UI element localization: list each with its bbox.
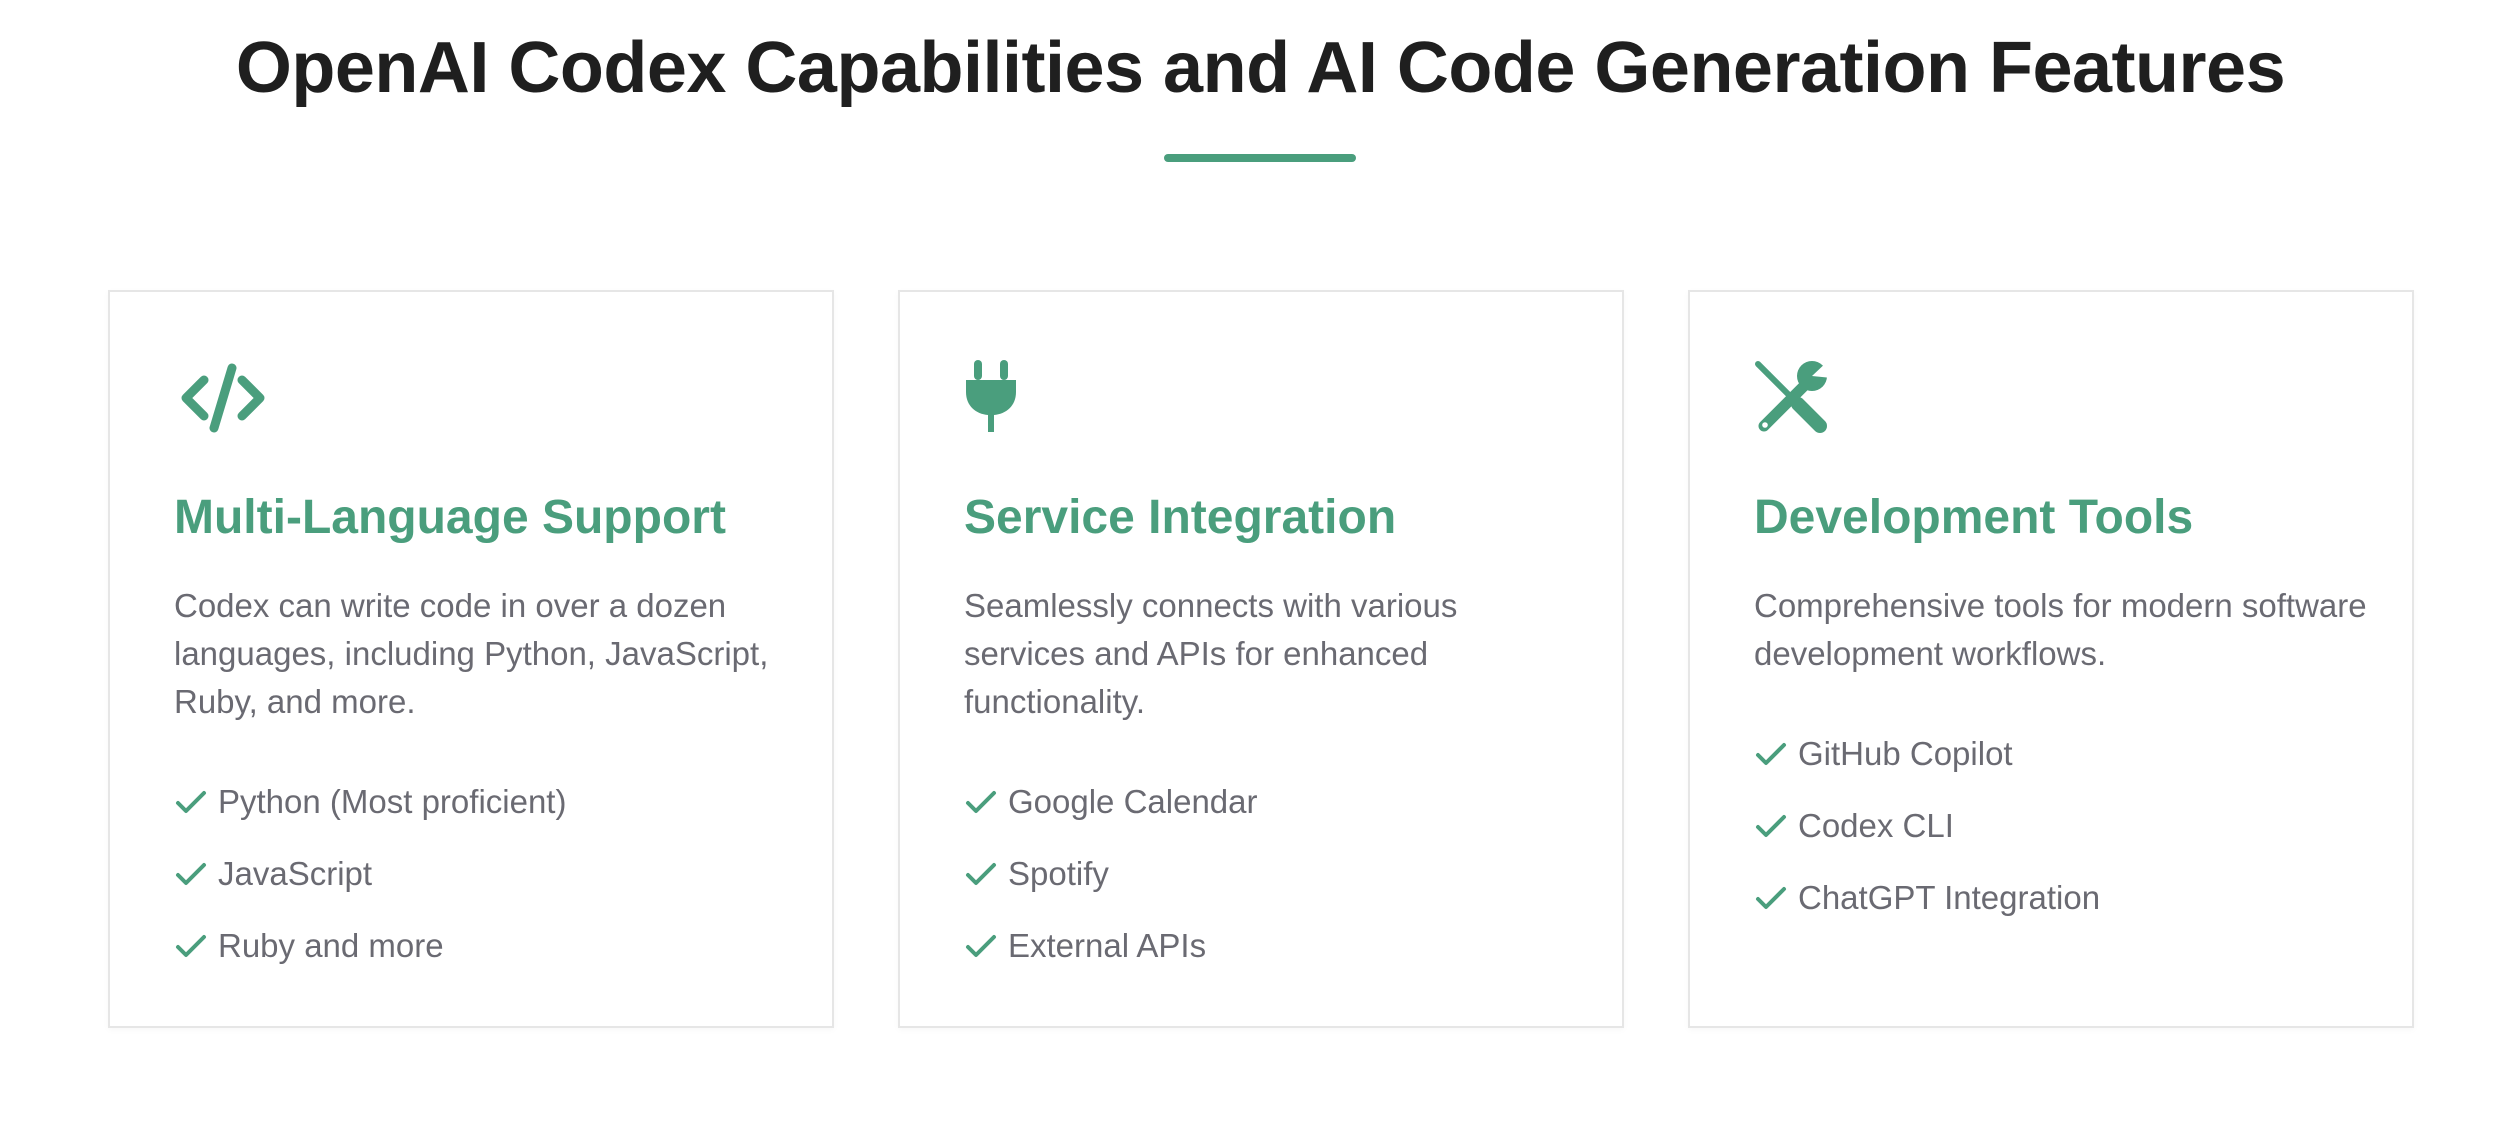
card-title: Service Integration (964, 491, 1397, 544)
list-item: GitHub Copilot (1754, 718, 2100, 790)
feature-label: External APIs (1008, 927, 1207, 964)
check-icon (1754, 884, 1788, 912)
list-item: External APIs (964, 910, 1258, 982)
feature-label: Python (Most proficient) (218, 783, 567, 820)
feature-label: Google Calendar (1008, 783, 1258, 820)
check-icon (1754, 812, 1788, 840)
feature-card-service-integration: Service Integration Seamlessly connects … (898, 290, 1624, 1028)
card-description: Seamlessly connects with various service… (964, 587, 1458, 720)
feature-label: Spotify (1008, 855, 1109, 892)
feature-label: Codex CLI (1798, 807, 1954, 844)
tools-icon (1754, 358, 1854, 438)
list-item: Spotify (964, 838, 1258, 910)
check-icon (964, 788, 998, 816)
list-item: Python (Most proficient) (174, 766, 566, 838)
feature-card-multi-language: Multi-Language Support Codex can write c… (108, 290, 834, 1028)
check-icon (964, 860, 998, 888)
plug-icon (964, 358, 1064, 438)
feature-list: Google Calendar Spotify External APIs (964, 766, 1258, 982)
card-title: Multi-Language Support (174, 491, 726, 544)
list-item: JavaScript (174, 838, 566, 910)
list-item: Google Calendar (964, 766, 1258, 838)
list-item: Ruby and more (174, 910, 566, 982)
feature-list: GitHub Copilot Codex CLI ChatGPT Integra… (1754, 718, 2100, 934)
check-icon (174, 788, 208, 816)
card-description: Comprehensive tools for modern software … (1754, 587, 2367, 672)
card-title: Development Tools (1754, 491, 2194, 544)
list-item: Codex CLI (1754, 790, 2100, 862)
list-item: ChatGPT Integration (1754, 862, 2100, 934)
feature-list: Python (Most proficient) JavaScript Ruby… (174, 766, 566, 982)
check-icon (174, 860, 208, 888)
check-icon (964, 932, 998, 960)
feature-label: JavaScript (218, 855, 373, 892)
feature-label: ChatGPT Integration (1798, 879, 2101, 916)
code-icon (174, 358, 274, 438)
title-underline (1164, 154, 1356, 162)
feature-label: Ruby and more (218, 927, 444, 964)
page-title: OpenAI Codex Capabilities and AI Code Ge… (235, 28, 2286, 108)
card-description: Codex can write code in over a dozen lan… (174, 587, 769, 720)
feature-card-development-tools: Development Tools Comprehensive tools fo… (1688, 290, 2414, 1028)
check-icon (1754, 740, 1788, 768)
feature-label: GitHub Copilot (1798, 735, 2013, 772)
check-icon (174, 932, 208, 960)
